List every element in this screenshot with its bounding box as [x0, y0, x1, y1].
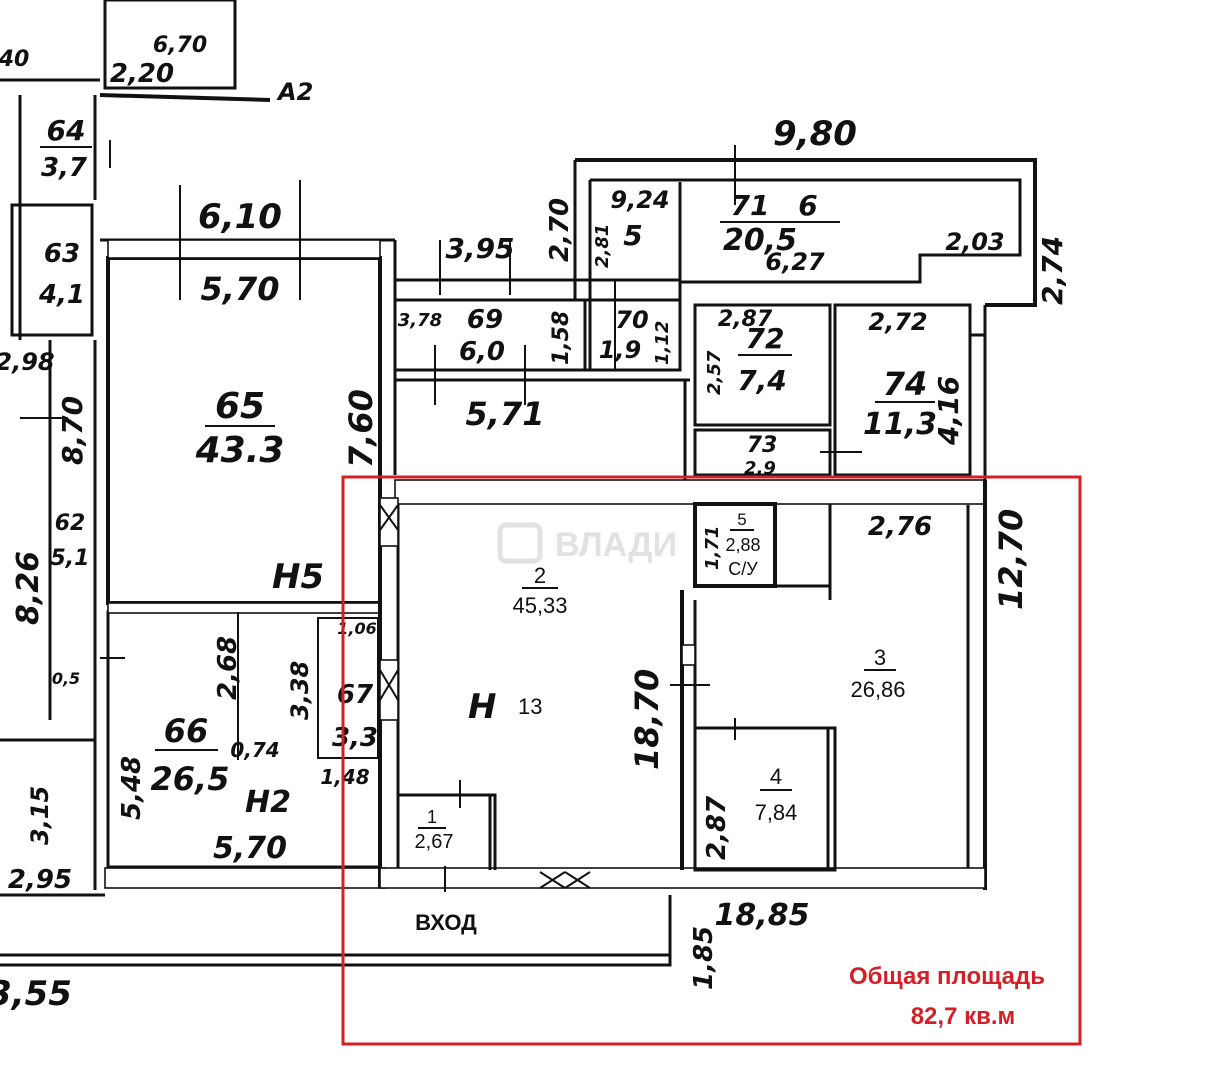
- entrance-label: ВХОД: [415, 910, 477, 935]
- dim-0-5: 0,5: [52, 669, 80, 688]
- room-62-number: 62: [55, 511, 86, 536]
- dim-12-70: 12,70: [992, 509, 1030, 610]
- dim-18-70: 18,70: [628, 669, 666, 770]
- premise-a2: А2: [276, 78, 313, 106]
- room-66-number: 66: [164, 712, 209, 750]
- apartment-rooms: 2 45,33 3 26,86 4 7,84 1 2,67 5 2,88 С/У…: [415, 510, 906, 935]
- room-1-number: 1: [427, 807, 437, 827]
- dim-3-78: 3,78: [398, 310, 442, 331]
- dim-2-98: 2,98: [0, 348, 55, 376]
- dim-2-95: 2,95: [8, 865, 72, 895]
- dim-3-38: 3,38: [286, 661, 314, 720]
- dim-0-74: 0,74: [230, 738, 279, 762]
- premise-h2: Н2: [245, 785, 291, 820]
- room-63-area: 4,1: [38, 280, 85, 310]
- room-72-number: 72: [746, 322, 785, 355]
- room-5top-number: 5: [623, 219, 642, 252]
- dim-6-27: 6,27: [765, 248, 825, 276]
- room-3-number: 3: [874, 645, 886, 670]
- total-area-value: 82,7 кв.м: [911, 1003, 1016, 1030]
- room-73-area: 2,9: [744, 458, 776, 479]
- dim-7-60: 7,60: [342, 389, 380, 468]
- dim-2-76: 2,76: [868, 512, 932, 542]
- dim-5-70-bottom: 5,70: [213, 831, 287, 866]
- dim-2-03: 2,03: [945, 228, 1004, 256]
- room-5-type: С/У: [728, 559, 758, 579]
- room-67-area: 3,3: [332, 723, 378, 753]
- room-74-area: 11,3: [863, 407, 937, 442]
- dim-18-85: 18,85: [715, 898, 810, 933]
- premise-h5: Н5: [272, 557, 324, 597]
- dim-8-70: 8,70: [56, 396, 89, 465]
- dim-8-26: 8,26: [11, 551, 46, 625]
- dim-5-70: 5,70: [201, 270, 280, 308]
- dimensions: 9,80 6,10 5,70 7,60 3,95 2,70 5,71 1,58 …: [0, 33, 1069, 1014]
- dim-2-72: 2,72: [868, 308, 927, 336]
- room-63-number: 63: [44, 239, 80, 269]
- watermark-logo-icon: [497, 522, 543, 564]
- highlight-area: Общая площадь 82,7 кв.м: [341, 475, 1082, 1046]
- room-65-number: 65: [215, 386, 265, 427]
- dim-2-74: 2,74: [1036, 236, 1069, 305]
- dim-1-12: 1,12: [652, 321, 673, 365]
- watermark-text: ВЛАДИ: [555, 526, 677, 564]
- room-71-area: 20,5: [723, 223, 797, 258]
- plan-walls: [0, 0, 1037, 967]
- dim-2-81: 2,81: [592, 224, 613, 268]
- dim-6: 6: [798, 189, 817, 222]
- premise-main-number: 13: [518, 694, 542, 719]
- room-5-number: 5: [737, 510, 746, 529]
- dim-4-16: 4,16: [932, 376, 965, 446]
- dim-9-80: 9,80: [773, 114, 857, 154]
- other-rooms: 65 43.3 66 26,5 67 3,3 69 6,0 70 1,9 71 …: [38, 78, 937, 820]
- dim-1-58: 1,58: [549, 311, 574, 365]
- room-64-area: 3,7: [41, 153, 88, 183]
- dim-1-48: 1,48: [320, 765, 369, 789]
- room-74-number: 74: [883, 365, 928, 403]
- dim-1-06: 1,06: [337, 619, 376, 638]
- dim-1-71: 1,71: [702, 526, 723, 570]
- dim-2-57: 2,57: [704, 350, 725, 395]
- room-65-area: 43.3: [195, 430, 285, 471]
- dim-40: 40: [0, 47, 29, 72]
- room-62-area: 5,1: [51, 546, 90, 571]
- dim-3-95: 3,95: [445, 232, 514, 265]
- room-73-number: 73: [747, 433, 778, 458]
- room-69-number: 69: [467, 305, 503, 335]
- room-4-number: 4: [770, 764, 782, 789]
- dim-2-68: 2,68: [213, 636, 243, 700]
- dim-6-70: 6,70: [153, 33, 207, 58]
- dim-2-20: 2,20: [110, 59, 174, 89]
- watermark: ВЛАДИ: [497, 522, 677, 564]
- room-70-number: 70: [615, 306, 648, 334]
- highlight-frame: [341, 475, 1082, 1046]
- dim-3-15: 3,15: [26, 786, 54, 845]
- room-2-area: 45,33: [512, 593, 567, 618]
- room-3-area: 26,86: [850, 677, 905, 702]
- total-area-title: Общая площадь: [849, 963, 1045, 990]
- dim-6-10: 6,10: [198, 197, 282, 237]
- room-64-number: 64: [47, 114, 86, 147]
- room-5-area: 2,88: [725, 535, 760, 555]
- dim-2-87-top: 2,87: [718, 307, 773, 332]
- room-5top-area: 9,24: [610, 186, 669, 214]
- room-66-area: 26,5: [151, 760, 230, 798]
- premise-main-prefix: Н: [468, 687, 496, 727]
- dim-1-85: 1,85: [689, 926, 719, 990]
- dim-5-48: 5,48: [117, 756, 147, 820]
- room-2-number: 2: [534, 563, 546, 588]
- dim-3-55: 3,55: [0, 974, 72, 1014]
- room-69-area: 6,0: [459, 337, 505, 367]
- wall-block: [103, 0, 237, 90]
- room-71-number: 71: [731, 189, 770, 222]
- dim-5-71: 5,71: [466, 395, 545, 433]
- room-70-area: 1,9: [599, 336, 642, 364]
- dim-2-87-bottom: 2,87: [702, 795, 732, 860]
- room-1-area: 2,67: [415, 831, 454, 853]
- room-72-area: 7,4: [737, 364, 787, 397]
- dim-2-70: 2,70: [545, 198, 575, 262]
- room-4-area: 7,84: [755, 800, 798, 825]
